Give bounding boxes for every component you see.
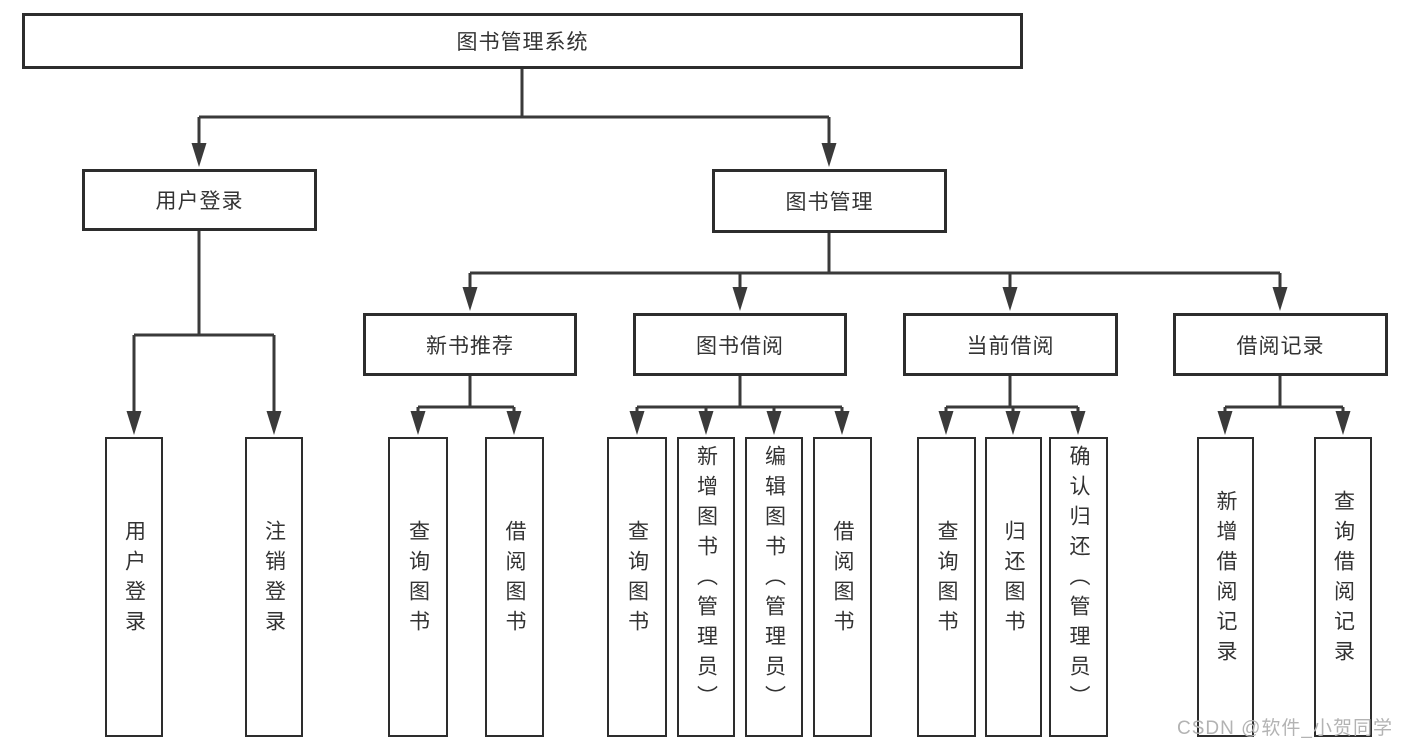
node-label: 图书管理 (785, 191, 874, 214)
node-user-login: 用户登录 (82, 169, 317, 231)
node-label: 用户登录 (155, 190, 244, 213)
node-label: 借阅图书 (503, 520, 526, 640)
node-new-book-recommend: 新书推荐 (363, 313, 577, 376)
node-label: 新增图书（管理员） (694, 445, 718, 715)
connector-segments (132, 69, 1345, 413)
node-current-borrow: 当前借阅 (903, 313, 1118, 376)
csdn-watermark: CSDN @软件_小贺同学 (1177, 718, 1393, 739)
leaf-edit-books-admin: 编辑图书（管理员） (745, 437, 803, 737)
node-label: 借阅图书 (831, 520, 854, 640)
node-label: 查询借阅记录 (1331, 490, 1355, 670)
node-label: 新书推荐 (426, 334, 514, 358)
leaf-confirm-return-admin: 确认归还（管理员） (1049, 437, 1108, 737)
leaf-add-books-admin: 新增图书（管理员） (677, 437, 735, 737)
leaf-return-books: 归还图书 (985, 437, 1042, 737)
leaf-query-books-current: 查询图书 (917, 437, 976, 737)
node-label: 用户登录 (122, 520, 146, 640)
node-label: 图书借阅 (696, 334, 784, 358)
leaf-logout: 注销登录 (245, 437, 303, 737)
leaf-add-borrow-record: 新增借阅记录 (1197, 437, 1254, 737)
leaf-query-borrow-record: 查询借阅记录 (1314, 437, 1372, 737)
node-label: 归还图书 (1002, 520, 1025, 640)
node-label: 当前借阅 (966, 334, 1055, 358)
node-label: 借阅记录 (1236, 334, 1325, 358)
leaf-query-books-borrow: 查询图书 (607, 437, 667, 737)
node-label: 注销登录 (262, 520, 286, 640)
node-book-management: 图书管理 (712, 169, 947, 233)
node-book-borrow: 图书借阅 (633, 313, 847, 376)
arrowheads (126, 143, 1351, 435)
node-library-system: 图书管理系统 (22, 13, 1023, 69)
leaf-user-login: 用户登录 (105, 437, 163, 737)
leaf-borrow-books-recommend: 借阅图书 (485, 437, 544, 737)
node-label: 确认归还（管理员） (1067, 445, 1090, 715)
node-label: 图书管理系统 (456, 31, 589, 54)
node-borrow-records: 借阅记录 (1173, 313, 1388, 376)
node-label: 查询图书 (625, 520, 649, 640)
node-label: 查询图书 (935, 520, 958, 640)
node-label: 新增借阅记录 (1214, 490, 1237, 670)
leaf-query-books-recommend: 查询图书 (388, 437, 448, 737)
node-label: 编辑图书（管理员） (762, 445, 786, 715)
node-label: 查询图书 (406, 520, 430, 640)
leaf-borrow-books: 借阅图书 (813, 437, 872, 737)
